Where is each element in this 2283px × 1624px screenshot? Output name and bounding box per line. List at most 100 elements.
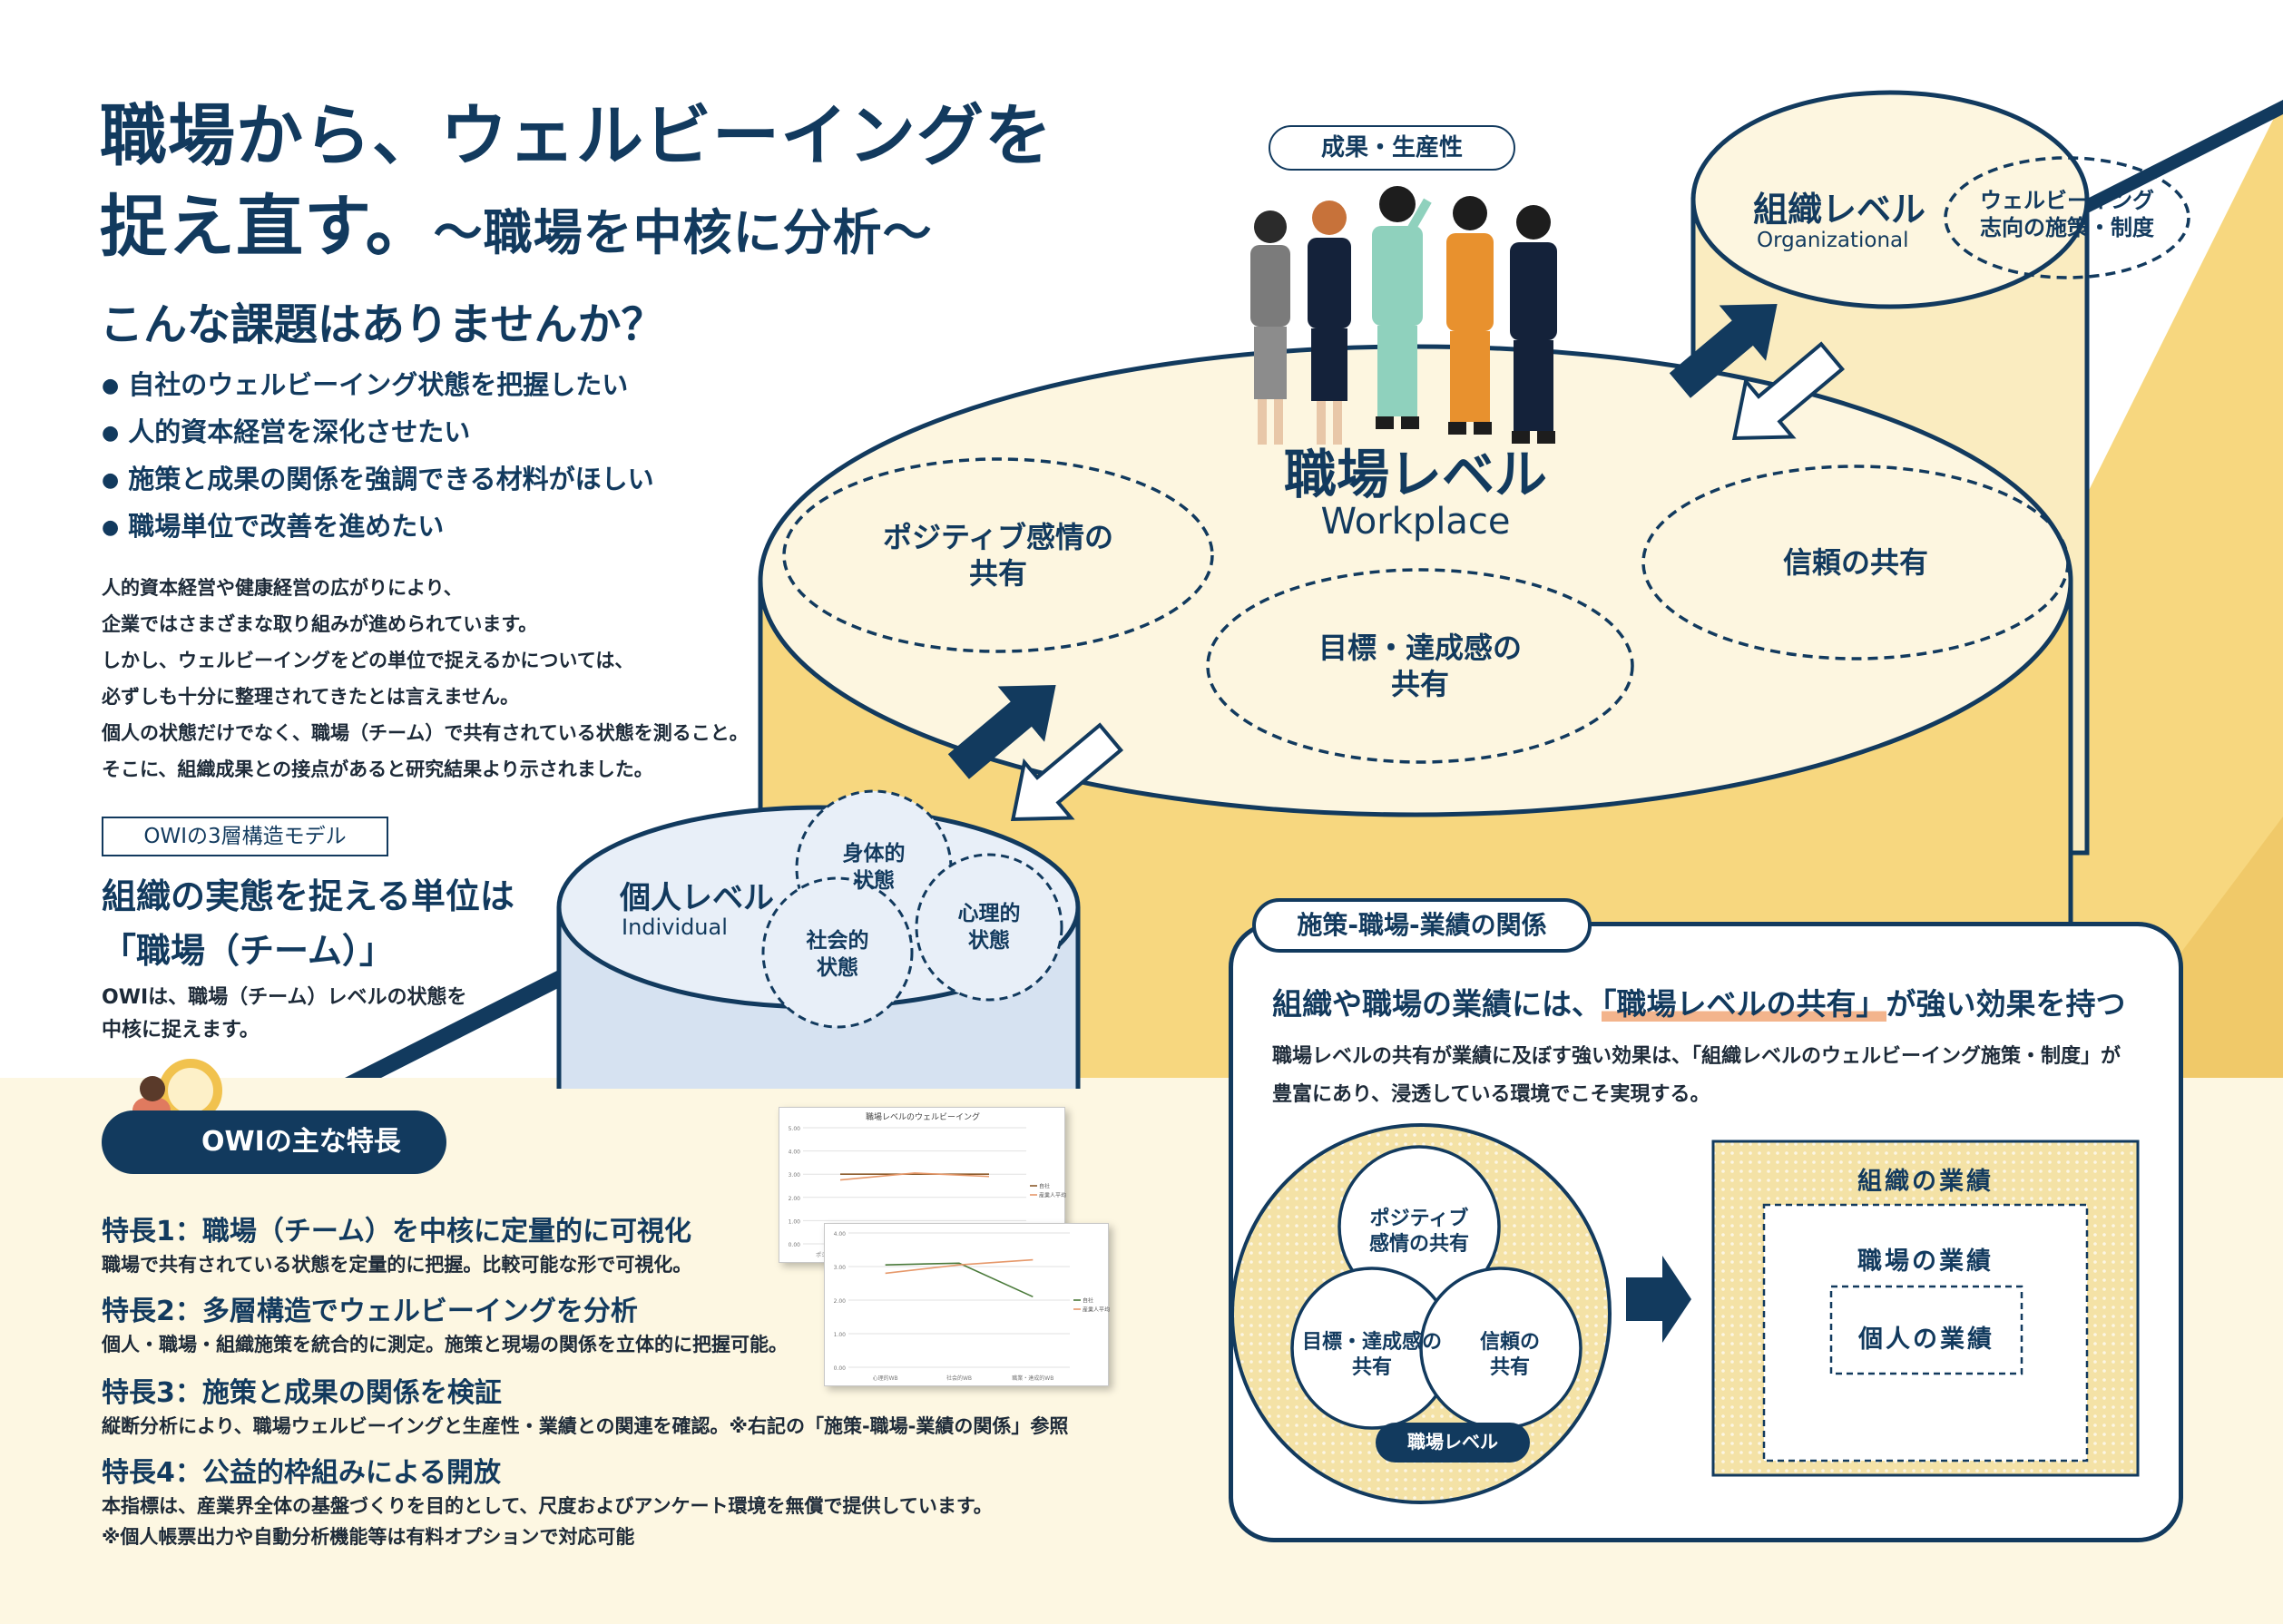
workplace-level-en: Workplace xyxy=(1320,501,1511,543)
relation-body: 職場レベルの共有が業績に及ぼす強い効果は、「組織レベルのウェルビーイング施策・制… xyxy=(1272,1038,2121,1114)
org-level-en: Organizational xyxy=(1757,229,1909,252)
perf-work-label: 職場の業績 xyxy=(1857,1247,1994,1276)
model-body-line1: OWIは、職場（チーム）レベルの状態を xyxy=(102,986,467,1009)
social-line1: 社会的 xyxy=(806,929,869,953)
venn-positive-line2: 感情の共有 xyxy=(1368,1233,1469,1256)
venn-goal: 目標・達成感の 共有 xyxy=(1290,1330,1454,1381)
page-title: 職場から、ウェルビーイングを 捉え直す。〜職場を中核に分析〜 xyxy=(100,91,1053,279)
individual-level-title: 個人レベル xyxy=(620,880,774,916)
oval-goal-line1: 目標・達成感の xyxy=(1318,631,1522,665)
model-heading-line1: 組織の実態を捉える単位は xyxy=(102,876,514,916)
chart-tick-label: 5.00 xyxy=(789,1126,801,1132)
title-line2-main: 捉え直す。 xyxy=(100,188,434,266)
venn-and-nest-diagram xyxy=(1230,1123,2140,1504)
intro-line: そこに、組織成果との接点があると研究結果より示されました。 xyxy=(102,758,653,780)
org-oval-text: ウェルビーイング 志向の施策・制度 xyxy=(1951,187,2183,241)
intro-line: しかし、ウェルビーイングをどの単位で捉えるかについては、 xyxy=(102,650,634,671)
venn-trust-line2: 共有 xyxy=(1489,1356,1530,1379)
psych-line1: 心理的 xyxy=(957,902,1021,925)
feature-2-desc: 個人・職場・組織施策を統合的に測定。施策と現場の関係を立体的に把握可能。 xyxy=(102,1334,788,1355)
chart-tick-label: 0.00 xyxy=(834,1365,847,1372)
chart-1: 職場レベルのウェルビーイング0.001.002.003.004.005.00ポジ… xyxy=(789,1111,1066,1258)
org-level-title: 組織レベル xyxy=(1753,190,1926,230)
relation-tab: 施策-職場-業績の関係 xyxy=(1252,898,1592,953)
psych-line2: 状態 xyxy=(968,929,1010,953)
venn-goal-line1: 目標・達成感の xyxy=(1301,1331,1442,1354)
chart-card-2: 0.00 1.00 2.00 3.00 4.00 心理的WB 社会的WB 職業・達成的WB 自社… xyxy=(824,1223,1110,1386)
venn-trust-line1: 信頼の xyxy=(1479,1331,1540,1354)
ind-circle-social: 社会的 状態 xyxy=(783,927,892,982)
feature-3-title: 特長3：施策と成果の関係を検証 xyxy=(102,1377,502,1409)
chart-legend-label: 産業人平均 xyxy=(1083,1306,1110,1314)
issues-list: 自社のウェルビーイング状態を把握したい 人的資本経営を深化させたい 施策と成果の… xyxy=(102,361,654,550)
chart-tick-label: 2.00 xyxy=(834,1298,847,1305)
issue-item: 人的資本経営を深化させたい xyxy=(102,408,654,455)
model-heading-line2: 「職場（チーム）」 xyxy=(102,931,394,971)
oval-positive-line2: 共有 xyxy=(968,556,1027,591)
issue-item: 自社のウェルビーイング状態を把握したい xyxy=(102,361,654,408)
chart-tick-label: 4.00 xyxy=(834,1231,847,1238)
outcome-pill: 成果・生産性 xyxy=(1269,125,1515,171)
title-line1: 職場から、ウェルビーイングを xyxy=(100,97,1053,175)
issue-item: 職場単位で改善を進めたい xyxy=(102,503,654,550)
chart-tick-label: 3.00 xyxy=(834,1265,847,1271)
oval-positive-line1: ポジティブ感情の xyxy=(882,520,1114,554)
perf-ind-label: 個人の業績 xyxy=(1858,1326,1994,1354)
org-oval-line1: ウェルビーイング xyxy=(1980,188,2154,213)
individual-level-en: Individual xyxy=(622,915,728,940)
feature-3-desc: 縦断分析により、職場ウェルビーイングと生産性・業績との関連を確認。※右記の「施策… xyxy=(102,1415,1069,1437)
chart-series-line xyxy=(839,1172,990,1181)
perf-org-label: 組織の業績 xyxy=(1857,1168,1994,1196)
issue-item: 施策と成果の関係を強調できる材料がほしい xyxy=(102,455,653,503)
chart-tick-label: 1.00 xyxy=(834,1332,847,1338)
chart-title: 職場レベルのウェルビーイング xyxy=(866,1111,980,1122)
relation-heading-post: が強い効果を持つ xyxy=(1886,986,2126,1022)
feature-1-desc: 職場で共有されている状態を定量的に把握。比較可能な形で可視化。 xyxy=(102,1254,692,1276)
intro-line: 人的資本経営や健康経営の広がりにより、 xyxy=(102,577,463,599)
model-tag: OWIの3層構造モデル xyxy=(102,817,388,856)
venn-trust: 信頼の 共有 xyxy=(1455,1330,1564,1381)
chart-tick-label: 1.00 xyxy=(789,1218,801,1225)
workplace-oval-trust: 信頼の共有 xyxy=(1782,545,1928,580)
intro-line: 企業ではさまざまな取り組みが進められています。 xyxy=(102,613,538,635)
chart-tick-label: 4.00 xyxy=(789,1150,801,1156)
venn-goal-line2: 共有 xyxy=(1351,1356,1392,1379)
oval-goal-line2: 共有 xyxy=(1390,667,1449,701)
chart-category-label: 職業・達成的WB xyxy=(1012,1375,1053,1382)
physical-line2: 状態 xyxy=(853,869,895,893)
relation-heading-highlight: 「職場レベルの共有」 xyxy=(1602,986,1886,1022)
chart-2: 0.00 1.00 2.00 3.00 4.00 心理的WB 社会的WB 職業・達成的WB 自社… xyxy=(834,1231,1110,1382)
issues-heading: こんな課題はありませんか？ xyxy=(100,299,665,350)
chart-legend-label: 自社 xyxy=(1039,1183,1050,1190)
chart-category-label: 社会的WB xyxy=(946,1375,972,1382)
chart-tick-label: 0.00 xyxy=(789,1242,801,1248)
workplace-level-title: 職場レベル xyxy=(1283,444,1547,505)
intro-text: 人的資本経営や健康経営の広がりにより、 企業ではさまざまな取り組みが進められてい… xyxy=(102,570,749,788)
workplace-oval-goal: 目標・達成感の 共有 xyxy=(1239,630,1602,702)
people-illustration xyxy=(1250,186,1557,445)
title-line2-sub: 〜職場を中核に分析〜 xyxy=(433,204,933,261)
model-heading: 組織の実態を捉える単位は 「職場（チーム）」 xyxy=(102,869,514,978)
workplace-oval-positive: ポジティブ感情の 共有 xyxy=(817,519,1180,592)
intro-line: 個人の状態だけでなく、職場（チーム）で共有されている状態を測ること。 xyxy=(102,722,749,744)
social-line2: 状態 xyxy=(817,956,858,980)
chart-series-line xyxy=(885,1258,1034,1275)
feature-2-title: 特長2：多層構造でウェルビーイングを分析 xyxy=(102,1296,638,1327)
features-pill: OWIの主な特長 xyxy=(102,1110,446,1174)
ind-circle-psych: 心理的 状態 xyxy=(935,900,1044,954)
chart-category-label: 心理的WB xyxy=(873,1375,898,1382)
org-oval-line2: 志向の施策・制度 xyxy=(1980,215,2154,240)
chart-tick-label: 3.00 xyxy=(789,1172,801,1179)
feature-1-title: 特長1：職場（チーム）を中核に定量的に可視化 xyxy=(102,1216,691,1247)
ind-circle-physical: 身体的 状態 xyxy=(819,840,928,895)
chart-legend-label: 産業人平均 xyxy=(1039,1192,1066,1199)
venn-positive-line1: ポジティブ xyxy=(1369,1208,1469,1230)
chart-legend-label: 自社 xyxy=(1083,1297,1093,1305)
relation-body-line2: 豊富にあり、浸透している環境でこそ実現する。 xyxy=(1272,1083,1710,1106)
feature-4-title: 特長4：公益的枠組みによる開放 xyxy=(102,1457,501,1489)
model-body: OWIは、職場（チーム）レベルの状態を 中核に捉えます。 xyxy=(102,982,467,1047)
feature-4-note: ※個人帳票出力や自動分析機能等は有料オプションで対応可能 xyxy=(102,1526,635,1548)
title-line2: 捉え直す。〜職場を中核に分析〜 xyxy=(100,181,1053,279)
relation-heading: 組織や職場の業績には、「職場レベルの共有」が強い効果を持つ xyxy=(1272,980,2126,1023)
intro-line: 必ずしも十分に整理されてきたとは言えません。 xyxy=(102,686,520,708)
